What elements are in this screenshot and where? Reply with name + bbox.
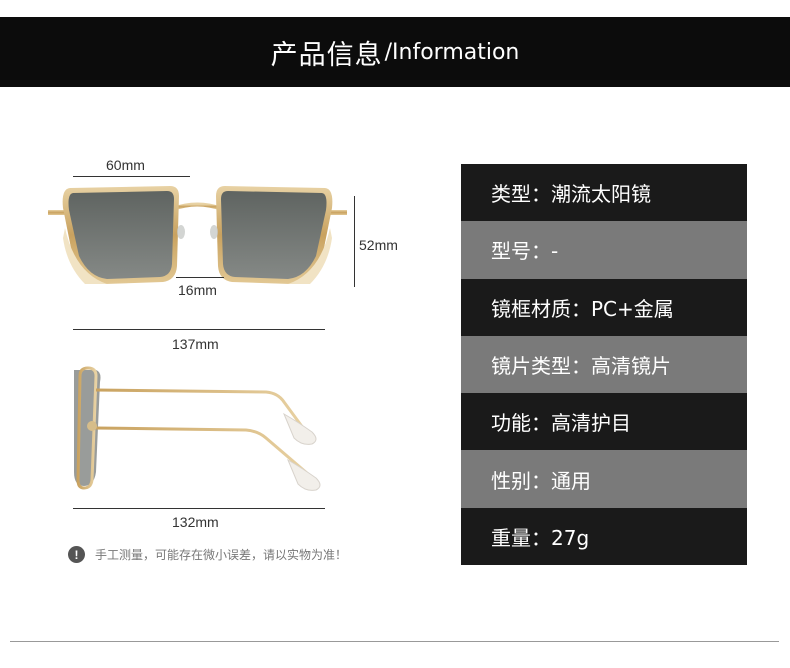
measurement-note-text: 手工测量，可能存在微小误差，请以实物为准！ <box>95 548 348 562</box>
sunglasses-front-illustration <box>48 186 347 284</box>
measurement-note: ! 手工测量，可能存在微小误差，请以实物为准！ <box>68 546 347 563</box>
lens-height-line <box>354 196 355 287</box>
bridge-width-line <box>176 277 224 278</box>
lens-width-label: 60mm <box>106 157 145 173</box>
temple-length-line <box>73 508 325 509</box>
spec-row-gender: 性别：通用 <box>461 450 747 508</box>
lens-height-label: 52mm <box>359 237 398 253</box>
spec-row-type: 类型：潮流太阳镜 <box>461 164 747 222</box>
spec-table: 类型：潮流太阳镜 型号：- 镜框材质：PC+金属 镜片类型：高清镜片 功能：高清… <box>461 164 747 566</box>
frame-width-label: 137mm <box>172 336 219 352</box>
header-title-cn: 产品信息 <box>270 39 383 71</box>
spec-row-weight: 重量：27g <box>461 507 747 566</box>
spec-row-function: 功能：高清护目 <box>461 393 747 451</box>
header-title-en: /Information <box>384 39 520 65</box>
spec-row-frame-material: 镜框材质：PC+金属 <box>461 278 747 336</box>
exclamation-icon: ! <box>68 546 85 563</box>
spec-row-lens-type: 镜片类型：高清镜片 <box>461 335 747 394</box>
bridge-width-label: 16mm <box>178 282 217 298</box>
lens-width-line <box>73 176 190 177</box>
footer-divider <box>10 641 779 642</box>
sunglasses-side-illustration <box>74 366 321 491</box>
header-banner: 产品信息 /Information <box>0 17 790 87</box>
spec-row-model: 型号：- <box>461 221 747 279</box>
frame-width-line <box>73 329 325 330</box>
temple-length-label: 132mm <box>172 514 219 530</box>
